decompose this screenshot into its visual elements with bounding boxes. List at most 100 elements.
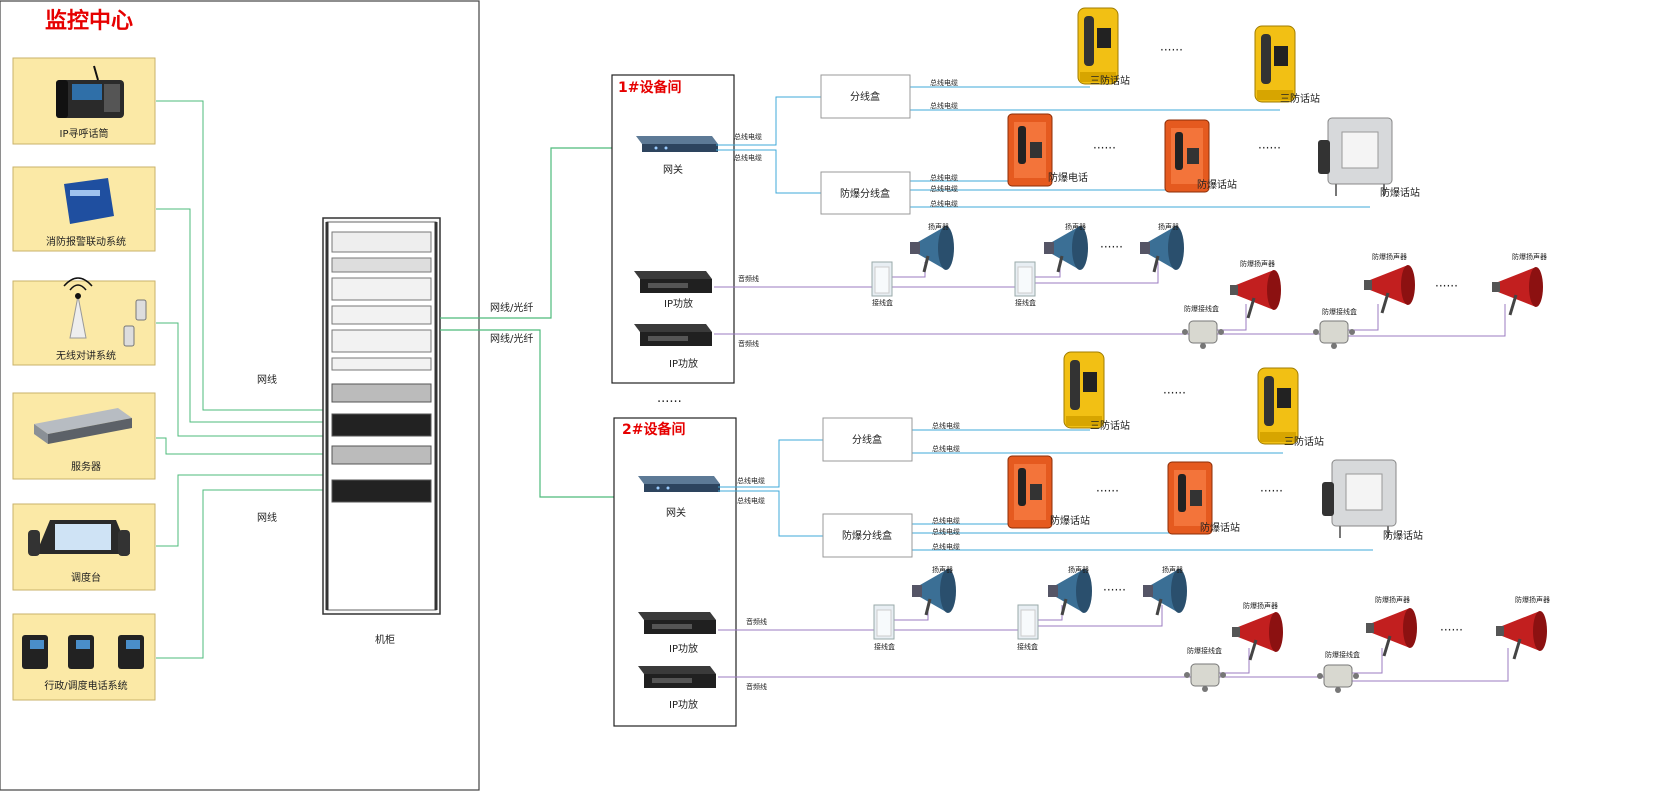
speaker-label: 防爆扬声器	[1375, 595, 1410, 604]
ex-phone-icon	[1007, 113, 1053, 187]
cable-label: 总线电缆	[932, 516, 960, 525]
split-box-label: 分线盒	[850, 90, 880, 103]
station-label: 防爆话站	[1197, 178, 1237, 191]
ex-speaker-icon	[1494, 609, 1549, 661]
speaker-label: 扬声器	[928, 222, 949, 231]
speaker-label: 扬声器	[1068, 565, 1089, 574]
split-box-label: 分线盒	[852, 433, 882, 446]
junction-label: 接线盒	[874, 642, 895, 651]
gateway-icon	[636, 136, 718, 152]
cable-label: 总线电缆	[737, 476, 765, 485]
device-label: IP寻呼话筒	[60, 127, 109, 140]
amplifier-icon	[638, 666, 716, 688]
amplifier-label: IP功放	[669, 698, 698, 711]
amplifier-icon	[634, 271, 712, 293]
cable-label: 总线电缆	[734, 153, 762, 162]
equipment-room-2: 2#设备间 网关 IP功放 IP功放 总线电缆 总线电缆 总线电缆 总线电缆 总…	[613, 351, 1550, 727]
speaker-label: 扬声器	[1162, 565, 1183, 574]
server-icon	[34, 408, 132, 444]
ex-station-box-icon	[1321, 459, 1397, 539]
cable-label: 音频线	[746, 682, 767, 691]
desk-phone-icon	[56, 65, 124, 118]
junction-label: 防爆接线盒	[1325, 650, 1360, 659]
cable-label: 总线电缆	[930, 173, 958, 182]
station-label: 防爆电话	[1048, 171, 1088, 184]
cable-label: 总线电缆	[930, 184, 958, 193]
horn-speaker-icon	[1042, 224, 1090, 274]
room-title: 1#设备间	[618, 79, 681, 96]
station-label: 三防话站	[1090, 419, 1130, 432]
speaker-label: 防爆扬声器	[1515, 595, 1550, 604]
junction-label: 接线盒	[1017, 642, 1038, 651]
ex-split-box	[822, 513, 913, 558]
rack-cabinet	[322, 217, 441, 615]
room-title: 2#设备间	[622, 421, 685, 438]
ellipsis: ······	[1103, 583, 1126, 597]
cable-label: 总线电缆	[930, 199, 958, 208]
device-panel-radio: 无线对讲系统	[12, 277, 156, 366]
tri-proof-phone-icon	[1063, 351, 1105, 429]
amplifier-label: IP功放	[669, 642, 698, 655]
horn-speaker-icon	[1046, 567, 1094, 617]
junction-label: 防爆接线盒	[1187, 646, 1222, 655]
ex-junction-box-icon	[1181, 320, 1225, 350]
horn-speaker-icon	[908, 224, 956, 274]
rooms-ellipsis: ······	[657, 395, 682, 410]
ellipsis: ······	[1160, 43, 1183, 57]
junction-box-icon	[871, 261, 893, 297]
ex-split-box	[820, 171, 911, 215]
split-box	[822, 417, 913, 462]
cable-label: 音频线	[738, 274, 759, 283]
cable-label: 总线电缆	[737, 496, 765, 505]
device-panel-dispatch: 调度台	[12, 503, 156, 591]
gateway-label: 网关	[663, 163, 683, 176]
fiber-lines	[440, 147, 614, 498]
speaker-label: 防爆扬声器	[1243, 601, 1278, 610]
device-panel-paging-mic: IP寻呼话筒	[12, 57, 156, 145]
ellipsis: ······	[1435, 279, 1458, 293]
network-label-lower: 网线	[257, 511, 277, 524]
split-box	[820, 74, 911, 119]
amplifier-icon	[638, 612, 716, 634]
junction-label: 防爆接线盒	[1322, 307, 1357, 316]
device-label: 调度台	[71, 571, 101, 584]
radio-tower-icon	[63, 277, 147, 347]
tri-proof-phone-icon	[1077, 7, 1119, 85]
network-lines-left	[156, 100, 330, 659]
station-label: 防爆话站	[1200, 521, 1240, 534]
junction-box-icon	[873, 604, 895, 640]
fiber-label-lower: 网线/光纤	[490, 332, 533, 345]
speaker-label: 防爆扬声器	[1240, 259, 1275, 268]
gateway-icon	[638, 476, 720, 492]
ex-speaker-icon	[1228, 268, 1283, 320]
junction-label: 接线盒	[1015, 298, 1036, 307]
cable-label: 总线电缆	[932, 421, 960, 430]
station-label: 三防话站	[1090, 74, 1130, 87]
equipment-room-1: 1#设备间 网关 IP功放 IP功放 总线电缆 总线电缆 总线电缆 总线电缆 总…	[611, 7, 1547, 384]
amplifier-icon	[634, 324, 712, 346]
horn-speaker-icon	[910, 567, 958, 617]
device-label: 行政/调度电话系统	[44, 679, 127, 692]
cable-label: 音频线	[738, 339, 759, 348]
ellipsis: ······	[1100, 240, 1123, 254]
ex-split-box-label: 防爆分线盒	[842, 529, 892, 542]
cable-label: 音频线	[746, 617, 767, 626]
station-label: 三防话站	[1284, 435, 1324, 448]
cable-label: 总线电缆	[930, 101, 958, 110]
ellipsis: ······	[1096, 484, 1119, 498]
ex-junction-box-icon	[1183, 663, 1227, 693]
cable-label: 总线电缆	[932, 527, 960, 536]
fiber-label-upper: 网线/光纤	[490, 301, 533, 314]
device-label: 服务器	[71, 460, 101, 473]
device-panel-phones: 行政/调度电话系统	[12, 613, 156, 701]
device-label: 消防报警联动系统	[46, 235, 126, 248]
station-label: 防爆话站	[1383, 529, 1423, 542]
device-label: 无线对讲系统	[56, 349, 116, 362]
ellipsis: ······	[1163, 386, 1186, 400]
device-panel-server: 服务器	[12, 392, 156, 480]
speaker-label: 防爆扬声器	[1372, 252, 1407, 261]
ex-junction-box-icon	[1316, 664, 1360, 694]
ex-speaker-icon	[1230, 610, 1285, 662]
junction-box-icon	[1017, 604, 1039, 640]
